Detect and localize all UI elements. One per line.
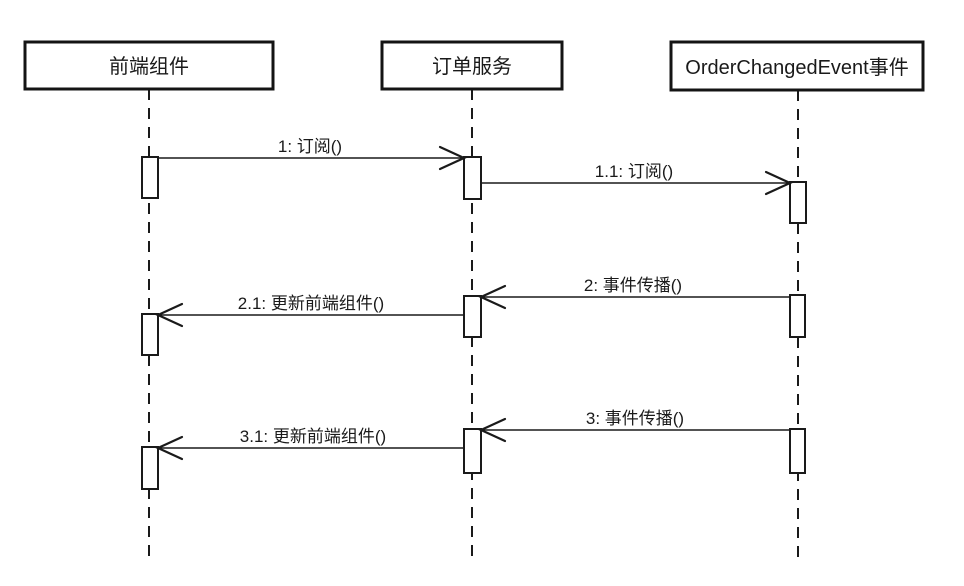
activation-order-3: [463, 428, 482, 474]
message-label: 2: 事件传播(): [584, 276, 682, 295]
message-label: 3: 事件传播(): [586, 409, 684, 428]
message-label: 1.1: 订阅(): [595, 162, 673, 181]
participant-label: 前端组件: [109, 55, 189, 78]
activation-order-1: [463, 156, 482, 200]
participant-label: OrderChangedEvent事件: [685, 56, 908, 79]
activation-event-1: [789, 181, 807, 224]
participant-label: 订单服务: [432, 55, 512, 78]
message-1: 1: 订阅(): [158, 137, 467, 171]
activation-frontend-2: [141, 313, 159, 356]
message-label: 1: 订阅(): [278, 137, 342, 156]
activation-event-2: [789, 294, 806, 338]
activation-frontend-1: [141, 156, 159, 199]
activation-frontend-3: [141, 446, 159, 490]
arrow-left-icon: [155, 435, 184, 461]
participant-order-service: 订单服务: [380, 40, 564, 91]
message-3: 3: 事件传播(): [478, 409, 790, 443]
activation-event-3: [789, 428, 806, 474]
message-label: 2.1: 更新前端组件(): [238, 294, 384, 313]
participant-box: [380, 40, 564, 91]
activation-order-2: [463, 295, 482, 338]
participant-frontend-component: 前端组件: [23, 40, 275, 91]
arrow-right-icon: [438, 145, 467, 171]
message-1-1: 1.1: 订阅(): [481, 162, 793, 196]
message-3-1: 3.1: 更新前端组件(): [155, 427, 464, 461]
arrow-left-icon: [478, 284, 507, 310]
message-2: 2: 事件传播(): [478, 276, 790, 310]
participant-order-changed-event: OrderChangedEvent事件: [669, 40, 925, 92]
arrow-left-icon: [155, 302, 184, 328]
participant-box: [669, 40, 925, 92]
arrow-left-icon: [478, 417, 507, 443]
message-label: 3.1: 更新前端组件(): [240, 427, 386, 446]
message-2-1: 2.1: 更新前端组件(): [155, 294, 464, 328]
participant-box: [23, 40, 275, 91]
arrow-right-icon: [764, 170, 793, 196]
